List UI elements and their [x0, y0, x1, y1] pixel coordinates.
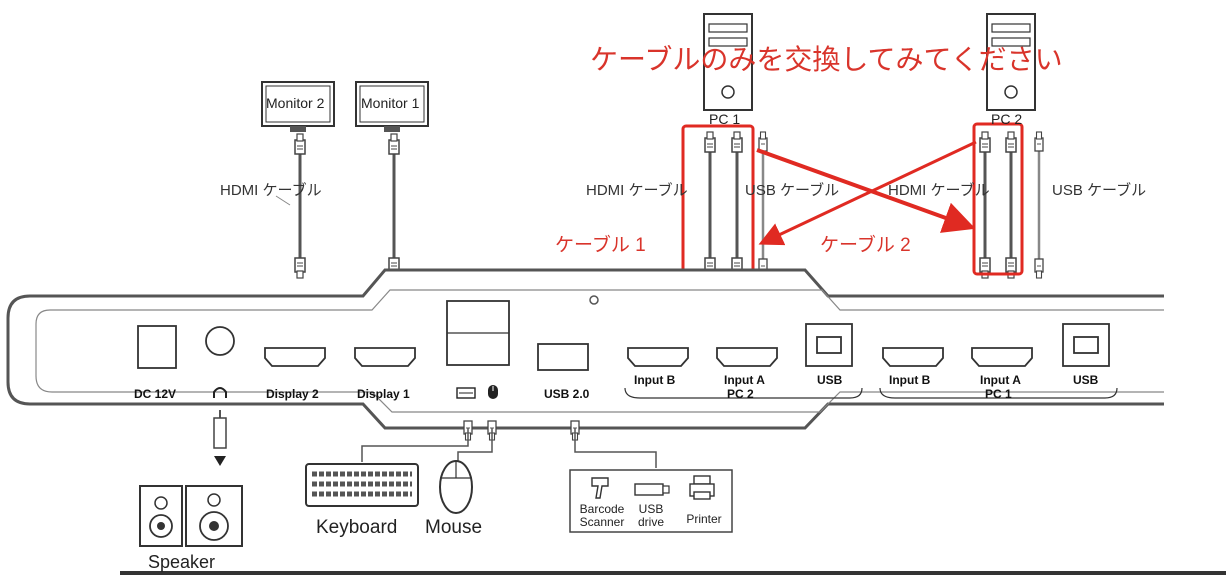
pc-2-label: PC 2 — [991, 111, 1023, 127]
keyboard-small-icon — [456, 387, 476, 399]
pc-1-input-a-port — [971, 347, 1033, 367]
monitor-2-icon — [261, 81, 335, 132]
keyboard-label: Keyboard — [316, 517, 398, 538]
usb-drive-icon — [634, 483, 670, 496]
barcode-scanner-icon — [591, 477, 609, 499]
cable-2-highlight-box — [972, 122, 1024, 276]
pc-2-input-a-port — [716, 347, 778, 367]
usb-2-0-label: USB 2.0 — [544, 387, 590, 401]
dc-12v-port — [137, 325, 177, 369]
cable-1-label: ケーブル 1 — [555, 235, 646, 256]
pc-1-cables — [704, 131, 768, 279]
display-2-label: Display 2 — [266, 387, 319, 401]
usb-cable-label-pc-1: USB ケーブル — [745, 182, 840, 199]
pc-2-group-bracket — [624, 387, 863, 399]
mouse-small-icon — [488, 385, 498, 399]
speaker-icon — [139, 485, 243, 547]
display-1-port — [354, 347, 416, 367]
pc-1-input-b-label: Input B — [889, 373, 931, 387]
pc-1-tower-icon — [703, 13, 753, 111]
headphone-icon — [213, 387, 227, 398]
monitor-1-label: Monitor 1 — [361, 95, 420, 111]
usb-peripheral-cable — [570, 420, 657, 468]
monitor-2-label: Monitor 2 — [266, 95, 325, 111]
pc-2-usb-label: USB — [817, 373, 843, 387]
pc-2-group-label: PC 2 — [727, 387, 754, 401]
pc-2-tower-icon — [986, 13, 1036, 111]
pc-2-input-a-label: Input A — [724, 373, 765, 387]
instruction-note: ケーブルのみを交換してみてください — [590, 44, 1063, 75]
display-1-label: Display 1 — [357, 387, 410, 401]
pc-1-input-a-label: Input A — [980, 373, 1021, 387]
hdmi-cable-label-pc-1: HDMI ケーブル — [586, 182, 688, 199]
bottom-edge-bar — [120, 571, 1226, 575]
usb-drive-label: USB drive — [637, 502, 664, 529]
hdmi-cable-label-pc-2: HDMI ケーブル — [888, 182, 990, 199]
headphone-port — [205, 326, 235, 356]
pc-2-input-b-label: Input B — [634, 373, 676, 387]
speaker-label: Speaker — [148, 552, 216, 572]
monitor-2-hdmi-cable — [275, 133, 306, 279]
printer-label: Printer — [686, 512, 722, 526]
swap-arrow-to-cable-2 — [756, 148, 976, 233]
pc-1-input-b-port — [882, 347, 944, 367]
keyboard-icon — [305, 463, 419, 507]
printer-icon — [689, 475, 715, 500]
pc-2-input-b-port — [627, 347, 689, 367]
ports — [137, 300, 1110, 371]
monitor-1-hdmi-cable — [388, 133, 400, 279]
usb-cable-label-pc-2: USB ケーブル — [1052, 182, 1147, 199]
display-2-port — [264, 347, 326, 367]
monitor-1-icon — [355, 81, 429, 132]
usb-2-0-port — [537, 343, 589, 371]
speaker-cable — [213, 410, 227, 466]
pc-1-group-label: PC 1 — [985, 387, 1012, 401]
mouse-icon — [439, 460, 473, 514]
mouse-label: Mouse — [425, 517, 483, 538]
pc-1-group-bracket — [879, 387, 1118, 399]
pc-2-cables — [979, 131, 1044, 279]
pc-1-label: PC 1 — [709, 111, 741, 127]
pc-1-usb-label: USB — [1073, 373, 1099, 387]
hdmi-cable-label-monitors: HDMI ケーブル — [220, 182, 322, 199]
cable-2-label: ケーブル 2 — [820, 235, 911, 256]
dc-12v-label: DC 12V — [134, 387, 177, 401]
keyboard-mouse-cables — [361, 420, 497, 462]
barcode-scanner-label: Barcode Scanner — [579, 502, 625, 529]
